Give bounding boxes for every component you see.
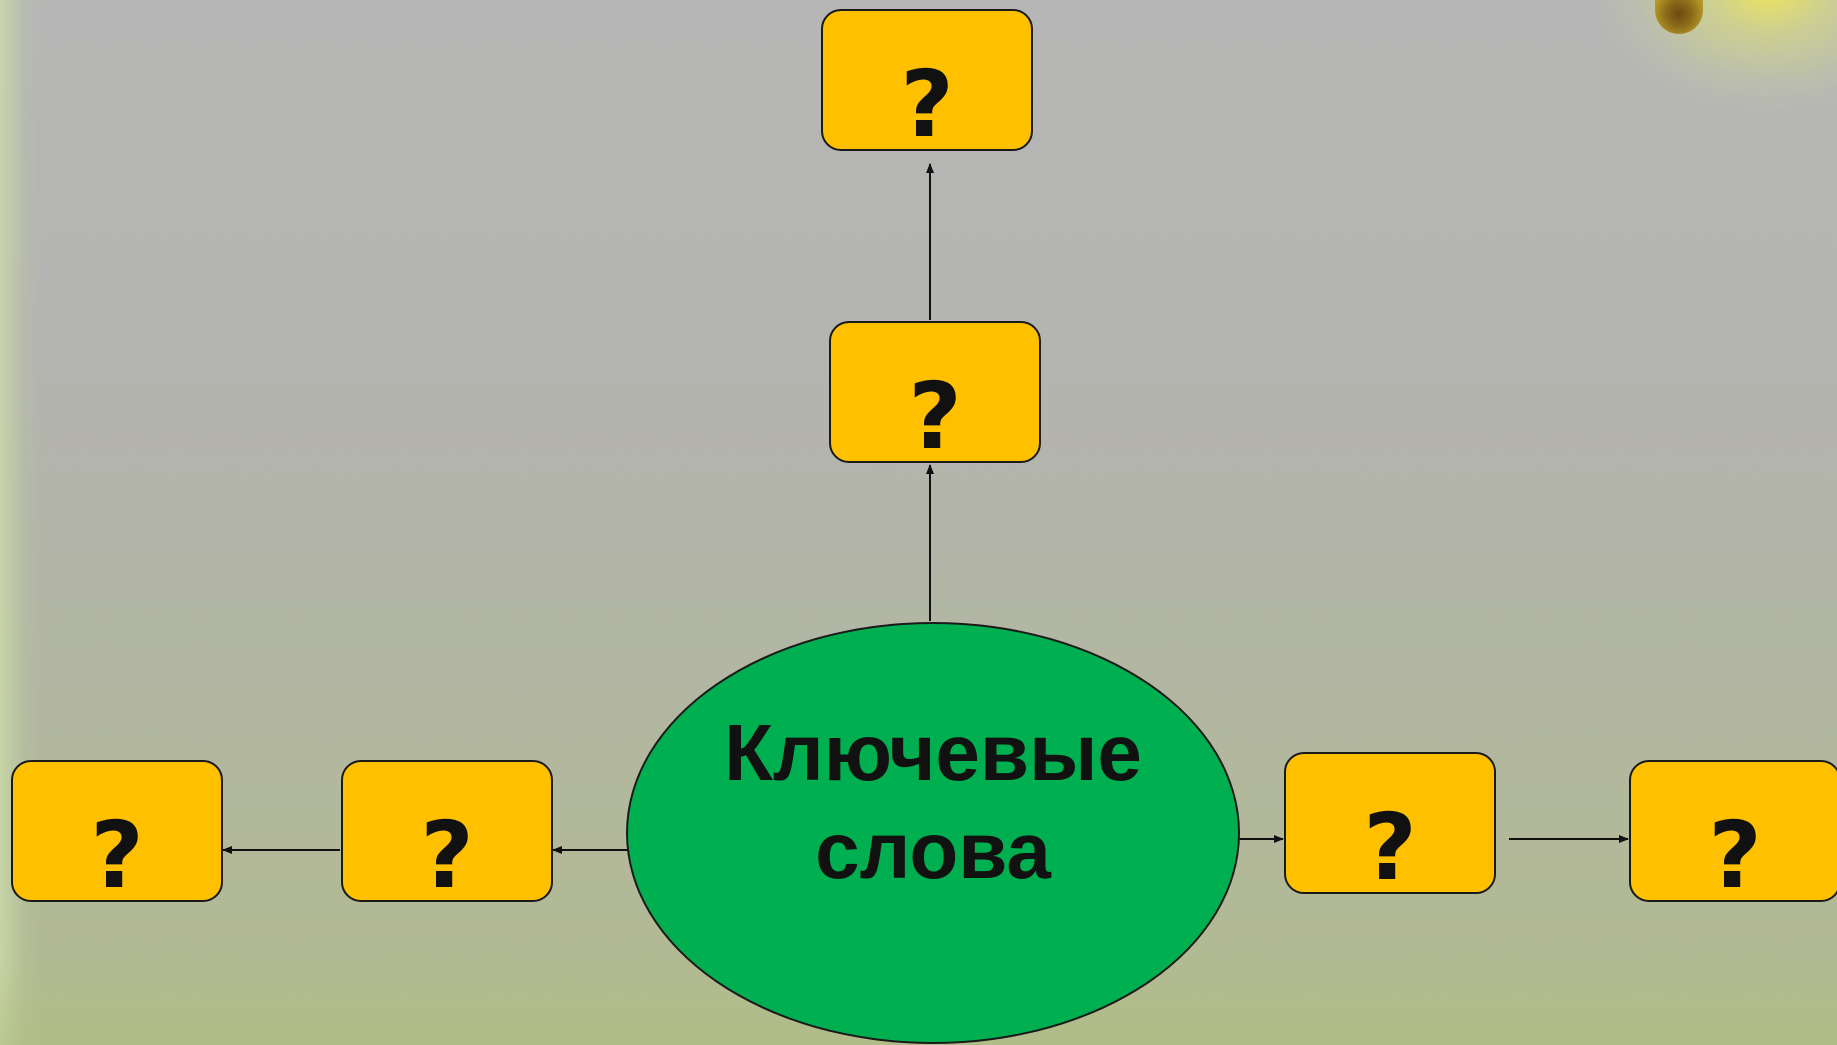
node-top: ? [821,9,1033,151]
node-left-inner: ? [341,760,553,902]
center-node-label: Ключевые слова [724,708,1142,895]
node-left-inner-label: ? [420,802,474,909]
node-left-outer-label: ? [90,802,144,909]
node-right-outer: ? [1629,760,1837,902]
node-left-outer: ? [11,760,223,902]
node-right-outer-label: ? [1708,802,1762,909]
node-right-inner-label: ? [1363,794,1417,901]
node-top-label: ? [900,51,954,158]
node-right-inner: ? [1284,752,1496,894]
center-node: Ключевые слова [626,622,1240,1044]
node-upper: ? [829,321,1041,463]
node-upper-label: ? [908,363,962,470]
sun-decoration [1600,0,1837,110]
